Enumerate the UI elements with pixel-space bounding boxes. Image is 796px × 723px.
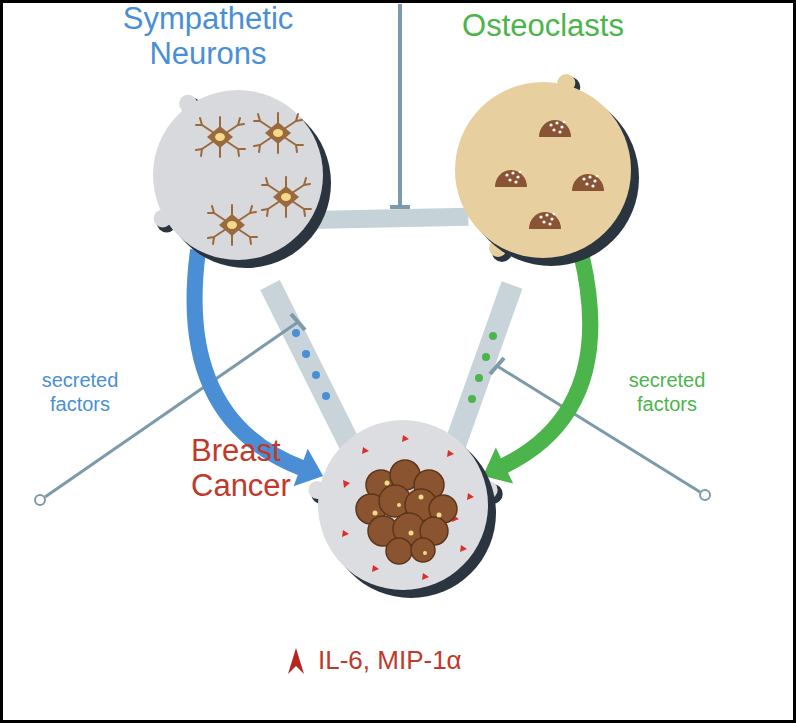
well-outline [138, 75, 338, 275]
connector [483, 250, 590, 484]
culture-well: Osteoclasts [443, 70, 643, 270]
well-heading: Breast Cancer [191, 433, 309, 503]
arrow-head [294, 449, 324, 486]
culture-well: Sympathetic Neurons [138, 75, 338, 275]
connector-line [503, 250, 591, 467]
cytokine-label: IL-6, MIP-1α [318, 645, 462, 675]
connector [310, 217, 468, 220]
well-outline [443, 70, 643, 270]
well-heading: Sympathetic Neurons [98, 1, 318, 71]
edge-label: secreted factors [20, 368, 140, 416]
well-outline [303, 405, 503, 605]
connector-line [310, 217, 468, 220]
well-heading: Osteoclasts [433, 8, 653, 43]
edge-label: secreted factors [612, 368, 722, 416]
culture-well: Breast Cancer [303, 405, 503, 605]
increase-caret [288, 648, 304, 674]
